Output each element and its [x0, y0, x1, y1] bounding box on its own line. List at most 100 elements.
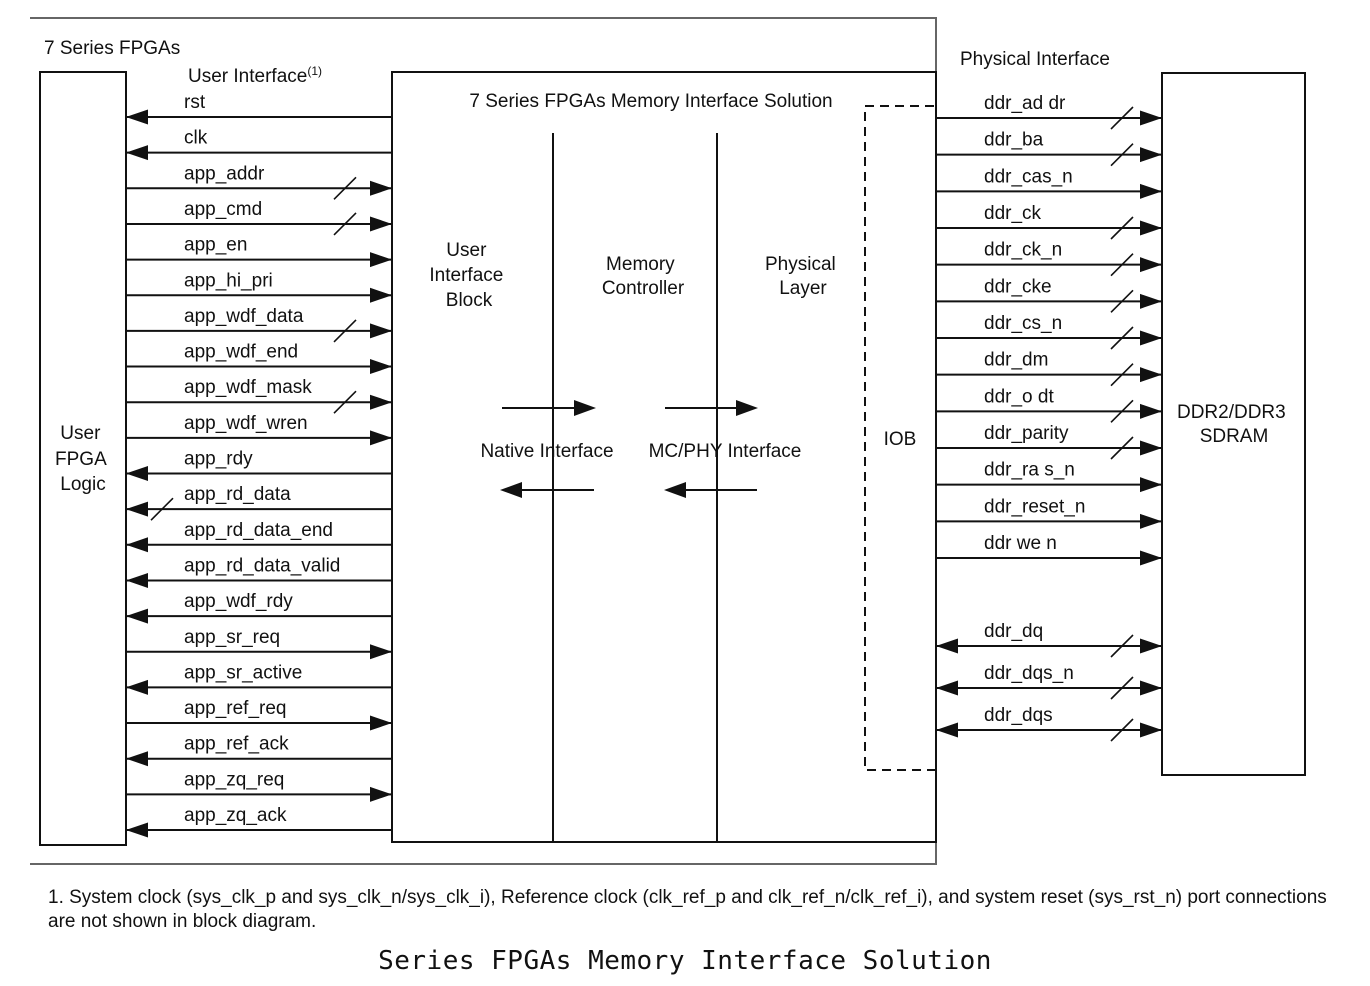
- signal-app-ref-req: app_ref_req: [126, 698, 392, 731]
- signal-ddr-dm: ddr_dm: [936, 350, 1162, 387]
- signal-label: app_zq_req: [184, 769, 284, 790]
- arrowhead-left: [936, 638, 958, 654]
- arrowhead-right: [370, 644, 392, 660]
- signal-label: ddr_cs_n: [984, 313, 1062, 334]
- sdram-label: DDR2/DDR3 SDRAM: [1177, 402, 1291, 447]
- signal-label: app_rd_data_valid: [184, 555, 340, 576]
- signal-label: app_zq_ack: [184, 805, 287, 826]
- iob-label: IOB: [884, 429, 917, 450]
- signal-label: ddr we n: [984, 533, 1057, 554]
- signal-ddr-ba: ddr_ba: [936, 130, 1162, 167]
- signal-label: app_en: [184, 235, 247, 256]
- arrowhead-right: [1140, 403, 1162, 419]
- iob-block: [864, 105, 937, 771]
- signal-ddr-dqs-n: ddr_dqs_n: [936, 663, 1162, 700]
- mcphy-back-arrowhead: [664, 482, 686, 498]
- signal-label: app_cmd: [184, 199, 262, 220]
- arrowhead-left: [126, 608, 148, 624]
- signal-label: app_rd_data_end: [184, 520, 333, 541]
- arrowhead-right: [1140, 638, 1162, 654]
- signal-app-rdy: app_rdy: [126, 449, 392, 481]
- arrowhead-left: [126, 572, 148, 588]
- signal-app-wdf-data: app_wdf_data: [126, 306, 392, 343]
- signal-app-ref-ack: app_ref_ack: [126, 734, 392, 767]
- bus-slash: [1110, 143, 1134, 167]
- signal-label: app_ref_ack: [184, 734, 289, 755]
- signal-ddr-cs-n: ddr_cs_n: [936, 313, 1162, 350]
- arrowhead-left: [126, 751, 148, 767]
- signal-ddr-dqs: ddr_dqs: [936, 705, 1162, 742]
- native-interface-label: Native Interface: [480, 441, 613, 462]
- bus-slash: [1110, 399, 1134, 423]
- bus-slash: [1110, 634, 1134, 658]
- signal-label: ddr_ck_n: [984, 240, 1062, 261]
- signal-app-rd-data-valid: app_rd_data_valid: [126, 555, 392, 588]
- signal-app-wdf-rdy: app_wdf_rdy: [126, 591, 392, 624]
- signal-label: ddr_ba: [984, 130, 1044, 151]
- arrowhead-right: [1140, 680, 1162, 696]
- bus-slash: [333, 319, 357, 343]
- mcphy-forward-arrowhead: [736, 400, 758, 416]
- signal-app-rd-data-end: app_rd_data_end: [126, 520, 392, 553]
- signal-label: ddr_reset_n: [984, 496, 1085, 517]
- arrowhead-right: [1140, 110, 1162, 126]
- signal-clk: clk: [126, 128, 392, 161]
- bus-slash: [333, 212, 357, 236]
- signal-label: app_wdf_end: [184, 342, 298, 363]
- signal-ddr-ck: ddr_ck: [936, 203, 1162, 240]
- signal-ddr-ad-dr: ddr_ad dr: [936, 93, 1162, 130]
- arrowhead-right: [1140, 257, 1162, 273]
- arrowhead-right: [370, 216, 392, 232]
- signal-label: app_wdf_wren: [184, 413, 308, 434]
- signal-app-sr-active: app_sr_active: [126, 662, 392, 695]
- arrowhead-right: [370, 287, 392, 303]
- arrowhead-left: [126, 822, 148, 838]
- arrowhead-right: [370, 394, 392, 410]
- signal-label: app_wdf_data: [184, 306, 304, 327]
- bus-slash: [1110, 253, 1134, 277]
- arrowhead-right: [1140, 330, 1162, 346]
- signal-app-wdf-wren: app_wdf_wren: [126, 413, 392, 446]
- arrowhead-right: [370, 786, 392, 802]
- arrowhead-right: [370, 252, 392, 268]
- arrowhead-left: [126, 501, 148, 517]
- signal-label: app_addr: [184, 163, 265, 184]
- arrowhead-left: [126, 466, 148, 481]
- arrowhead-right: [370, 359, 392, 375]
- signal-label: ddr_cke: [984, 276, 1052, 297]
- signal-label: app_sr_req: [184, 627, 280, 648]
- arrowhead-left: [936, 680, 958, 696]
- arrowhead-left: [126, 537, 148, 553]
- arrowhead-right: [1140, 147, 1162, 163]
- arrowhead-left: [126, 679, 148, 695]
- signal-label: ddr_ra s_n: [984, 460, 1075, 481]
- arrowhead-right: [1140, 293, 1162, 309]
- arrowhead-right: [1140, 513, 1162, 529]
- bus-slash: [1110, 718, 1134, 742]
- signal-ddr-cke: ddr_cke: [936, 276, 1162, 313]
- arrowhead-left: [126, 109, 148, 125]
- signal-app-hi-pri: app_hi_pri: [126, 270, 392, 303]
- mis-title: 7 Series FPGAs Memory Interface Solution: [469, 91, 832, 112]
- signal-label: ddr_dq: [984, 621, 1043, 642]
- bus-slash: [333, 176, 357, 200]
- signal-label: ddr_ck: [984, 203, 1042, 224]
- signal-label: ddr_cas_n: [984, 166, 1073, 187]
- arrowhead-right: [1140, 183, 1162, 199]
- signal-app-en: app_en: [126, 235, 392, 268]
- arrowhead-right: [370, 323, 392, 339]
- signal-app-sr-req: app_sr_req: [126, 627, 392, 660]
- signal-label: ddr_dqs: [984, 705, 1053, 726]
- signal-app-addr: app_addr: [126, 163, 392, 200]
- signal-label: app_wdf_rdy: [184, 591, 293, 612]
- signal-app-zq-req: app_zq_req: [126, 769, 392, 802]
- user-interface-label: User Interface(1): [188, 64, 322, 87]
- bus-slash: [333, 390, 357, 414]
- sdram-block: [1161, 72, 1306, 776]
- signal-label: app_rdy: [184, 449, 253, 470]
- signal-label: app_rd_data: [184, 484, 291, 505]
- signal-ddr-o-dt: ddr_o dt: [936, 386, 1162, 423]
- arrowhead-right: [1140, 550, 1162, 566]
- signal-label: clk: [184, 128, 208, 149]
